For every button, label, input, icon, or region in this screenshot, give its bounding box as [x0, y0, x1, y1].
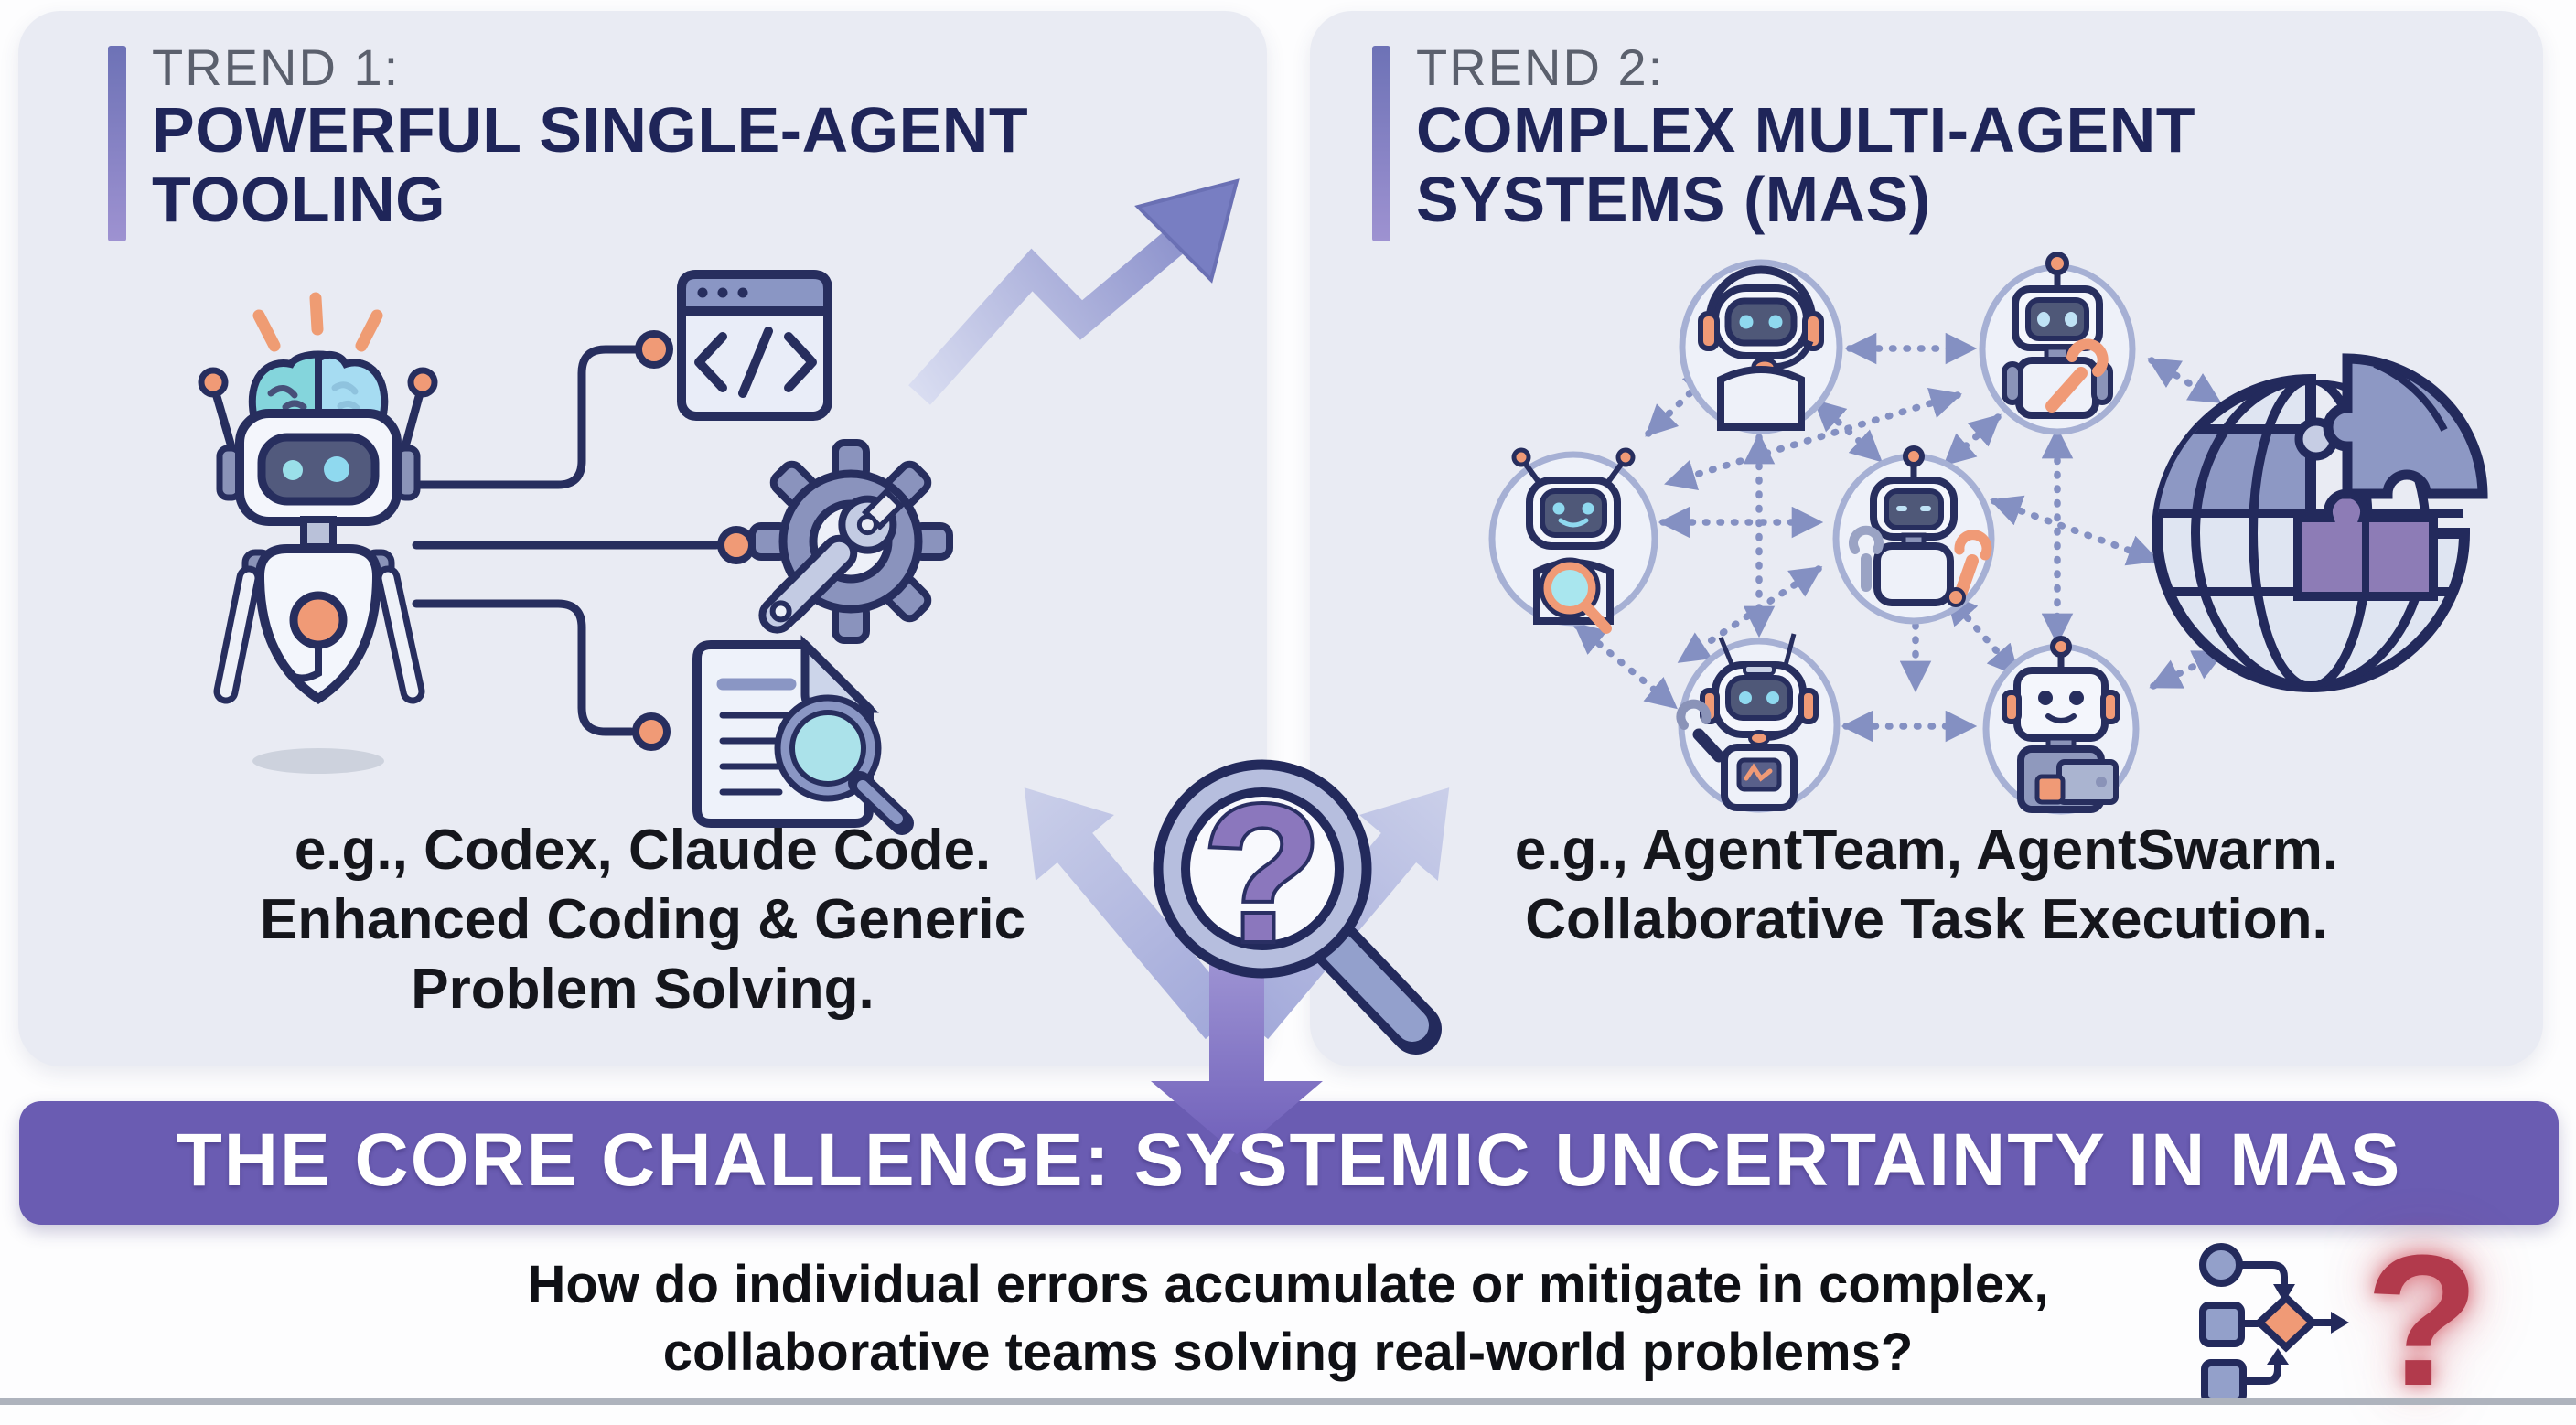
trend1-caption-line2: Enhanced Coding & Generic [259, 888, 1026, 951]
trend1-kicker: TREND 1: [152, 38, 401, 96]
red-question-mark: ? [2365, 1216, 2480, 1425]
trend2-kicker: TREND 2: [1416, 38, 1665, 96]
trend2-accent-bar [1372, 46, 1390, 241]
trend2-header: TREND 2: COMPLEX MULTI-AGENT SYSTEMS (MA… [1416, 38, 2496, 235]
core-question-line1: How do individual errors accumulate or m… [527, 1255, 2049, 1314]
core-question: How do individual errors accumulate or m… [0, 1251, 2576, 1387]
trend1-caption-line3: Problem Solving. [411, 958, 875, 1021]
challenge-banner-text: THE CORE CHALLENGE: SYSTEMIC UNCERTAINTY… [176, 1119, 2402, 1202]
trend2-caption: e.g., AgentTeam, AgentSwarm. Collaborati… [1310, 816, 2543, 955]
trend1-title-line1: POWERFUL SINGLE-AGENT [152, 94, 1029, 166]
trend1-title-line2: TOOLING [152, 164, 446, 235]
trend1-caption: e.g., Codex, Claude Code. Enhanced Codin… [18, 816, 1267, 1024]
trend2-caption-line2: Collaborative Task Execution. [1525, 888, 2328, 951]
trend2-title-line1: COMPLEX MULTI-AGENT [1416, 94, 2196, 166]
trend1-caption-line1: e.g., Codex, Claude Code. [294, 819, 992, 882]
core-question-line2: collaborative teams solving real-world p… [662, 1323, 1914, 1382]
trend2-caption-line1: e.g., AgentTeam, AgentSwarm. [1514, 819, 2339, 882]
trend1-accent-bar [108, 46, 126, 241]
trend2-title-line2: SYSTEMS (MAS) [1416, 164, 1931, 235]
bottom-edge-strip [0, 1398, 2576, 1405]
trend1-header: TREND 1: POWERFUL SINGLE-AGENT TOOLING [152, 38, 1231, 235]
